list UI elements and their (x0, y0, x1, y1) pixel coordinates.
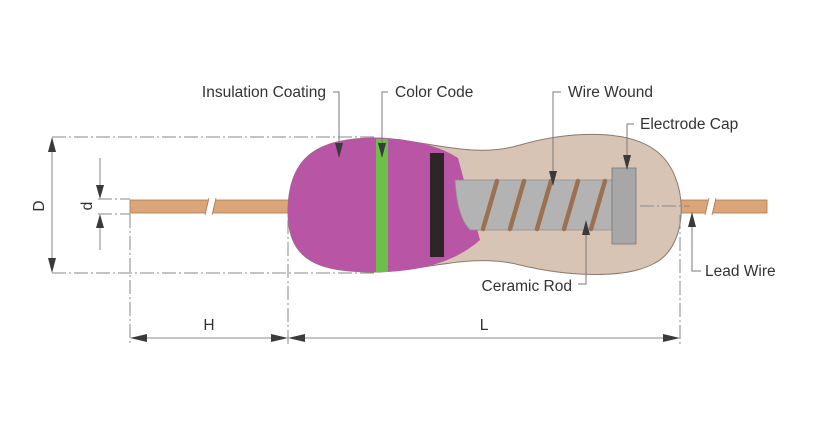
electrode-cap (611, 167, 637, 245)
dimension-H: H (130, 317, 288, 342)
label-insulation-coating: Insulation Coating (202, 84, 326, 101)
ceramic-rod (454, 179, 613, 231)
label-ceramic-rod: Ceramic Rod (482, 278, 572, 295)
leader-color-code: Color Code (378, 84, 473, 158)
dimension-D: D (31, 137, 56, 273)
label-color-code: Color Code (395, 84, 473, 101)
lead-wire-left (129, 197, 291, 216)
leader-electrode-cap: Electrode Cap (623, 116, 738, 170)
color-code-band (376, 139, 388, 272)
label-wire-wound: Wire Wound (568, 84, 653, 101)
leader-lead-wire: Lead Wire (688, 212, 776, 280)
dimension-label-H: H (203, 317, 214, 334)
leader-insulation-coating: Insulation Coating (202, 84, 343, 158)
label-lead-wire: Lead Wire (705, 263, 776, 280)
leader-ceramic-rod: Ceramic Rod (482, 220, 590, 295)
dimension-label-D: D (31, 200, 48, 211)
wire-coil (480, 178, 608, 232)
dimension-label-d: d (79, 202, 96, 211)
dimension-d: d (79, 158, 104, 250)
leader-wire-wound: Wire Wound (549, 84, 653, 186)
label-electrode-cap: Electrode Cap (640, 116, 738, 133)
dimension-label-L: L (480, 317, 489, 334)
dark-band (430, 153, 444, 257)
extension-lines (52, 136, 690, 345)
dimension-L: L (288, 317, 680, 342)
